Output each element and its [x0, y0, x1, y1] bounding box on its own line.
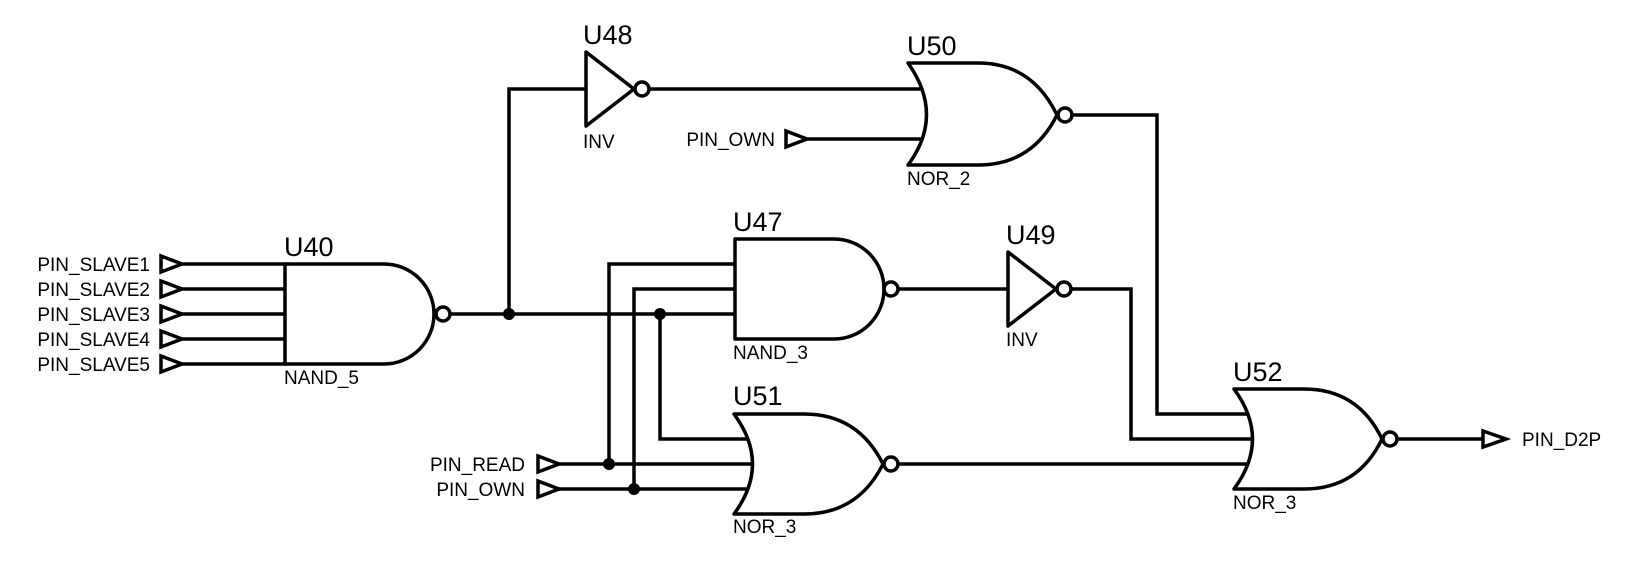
- port-label: PIN_READ: [430, 455, 525, 476]
- inversion-bubble-icon: [1056, 106, 1074, 124]
- input-port-icon: [159, 278, 187, 300]
- gate-u40[interactable]: U40 NAND_5: [283, 232, 452, 389]
- nand-gate-icon: [733, 237, 886, 341]
- inverter-icon: [1006, 250, 1058, 328]
- input-port-icon: [536, 478, 564, 500]
- input-ports: PIN_SLAVE1 PIN_SLAVE2 PIN_SLAVE3 PIN_SLA…: [37, 128, 812, 501]
- gate-u52[interactable]: U52 NOR_3: [1232, 357, 1399, 514]
- wire-u40-to-u51: [658, 312, 759, 441]
- input-port-icon: [159, 303, 187, 325]
- inversion-bubble-icon: [434, 305, 452, 323]
- junction-dot: [628, 483, 640, 495]
- port-label: PIN_OWN: [686, 130, 775, 151]
- input-port-icon: [159, 353, 187, 375]
- port-label: PIN_SLAVE5: [37, 355, 150, 376]
- port-label: PIN_D2P: [1522, 430, 1601, 451]
- gate-type: NOR_3: [733, 517, 796, 538]
- gate-ref: U48: [583, 20, 633, 50]
- nor-gate-icon: [1232, 387, 1384, 491]
- inversion-bubble-icon: [1381, 430, 1399, 448]
- port-read[interactable]: PIN_READ: [430, 453, 564, 476]
- port-label: PIN_SLAVE1: [37, 255, 150, 276]
- gate-type: NOR_3: [1233, 493, 1296, 514]
- gate-ref: U47: [733, 207, 783, 237]
- junctions: [503, 308, 666, 495]
- port-label: PIN_OWN: [436, 480, 525, 501]
- port-slave3[interactable]: PIN_SLAVE3: [37, 303, 187, 326]
- wire-u49-to-u52: [1071, 287, 1264, 441]
- inversion-bubble-icon: [882, 280, 900, 298]
- port-slave2[interactable]: PIN_SLAVE2: [37, 278, 187, 301]
- inverter-icon: [584, 50, 636, 128]
- port-slave4[interactable]: PIN_SLAVE4: [37, 328, 187, 351]
- gate-u50[interactable]: U50 NOR_2: [906, 31, 1074, 190]
- junction-dot: [503, 308, 515, 320]
- port-label: PIN_SLAVE3: [37, 305, 150, 326]
- gate-u47[interactable]: U47 NAND_3: [733, 207, 900, 364]
- wire-own-to-u47: [632, 287, 737, 491]
- gate-ref: U49: [1006, 220, 1056, 250]
- junction-dot: [654, 308, 666, 320]
- nor-gate-icon: [906, 61, 1059, 167]
- nand-gate-icon: [283, 262, 436, 366]
- gate-type: INV: [583, 132, 615, 153]
- nor-gate-icon: [732, 412, 885, 516]
- wire-u40-to-u48: [507, 87, 588, 316]
- port-label: PIN_SLAVE4: [37, 330, 150, 351]
- inversion-bubble-icon: [882, 455, 900, 473]
- inversion-bubble-icon: [1055, 280, 1073, 298]
- gate-type: NAND_5: [284, 368, 359, 389]
- gate-ref: U51: [733, 381, 783, 411]
- port-slave1[interactable]: PIN_SLAVE1: [37, 253, 187, 276]
- port-own-top[interactable]: PIN_OWN: [686, 128, 812, 151]
- port-slave5[interactable]: PIN_SLAVE5: [37, 353, 187, 376]
- gate-type: NOR_2: [907, 169, 970, 190]
- input-port-icon: [159, 253, 187, 275]
- input-port-icon: [784, 128, 812, 150]
- gate-ref: U50: [907, 31, 957, 61]
- wires: [178, 87, 1487, 491]
- input-port-icon: [536, 453, 564, 475]
- output-port-icon: [1481, 428, 1512, 450]
- port-label: PIN_SLAVE2: [37, 280, 150, 301]
- inversion-bubble-icon: [633, 80, 651, 98]
- gate-u51[interactable]: U51 NOR_3: [732, 381, 900, 538]
- junction-dot: [603, 458, 615, 470]
- gate-type: NAND_3: [733, 343, 808, 364]
- port-d2p[interactable]: PIN_D2P: [1481, 428, 1601, 451]
- gate-type: INV: [1006, 330, 1038, 351]
- gate-ref: U40: [284, 232, 334, 262]
- gate-ref: U52: [1233, 357, 1283, 387]
- wire-u50-to-u52: [1071, 113, 1262, 416]
- gate-u49[interactable]: U49 INV: [1006, 220, 1073, 351]
- wire-read-to-u47: [607, 262, 737, 466]
- input-port-icon: [159, 328, 187, 350]
- gate-u48[interactable]: U48 INV: [583, 20, 651, 153]
- port-own-bottom[interactable]: PIN_OWN: [436, 478, 564, 501]
